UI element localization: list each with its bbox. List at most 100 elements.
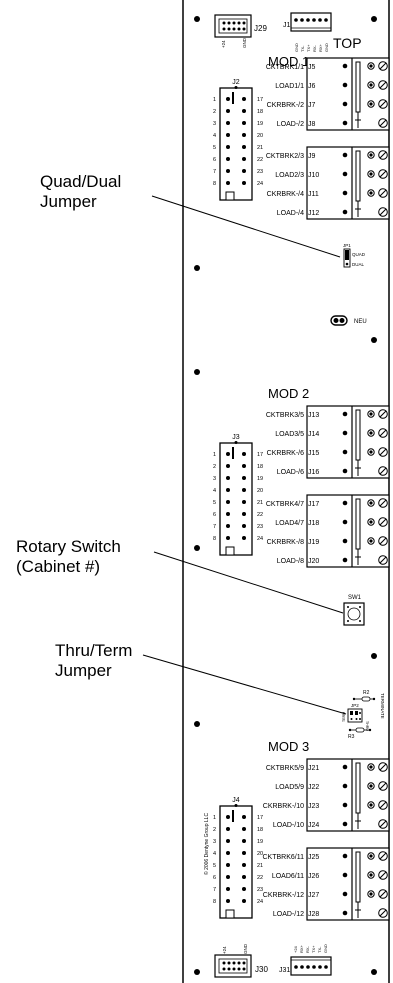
header-label: J3 xyxy=(232,434,240,441)
terminal-screw-slot xyxy=(379,852,387,860)
terminal-group-frame xyxy=(306,146,390,220)
header-pin-number: 19 xyxy=(257,839,263,845)
thru-term-callout-line1: Thru/Term xyxy=(55,641,133,660)
jack-pin xyxy=(342,538,348,544)
terminal-screw-slot xyxy=(379,556,387,564)
quad-dual-callout-line1: Quad/Dual xyxy=(40,172,122,191)
header-pin xyxy=(242,875,246,879)
header-pin-number: 4 xyxy=(213,133,216,139)
jack-pin xyxy=(342,853,348,859)
j31-pin-label: RX+ xyxy=(299,944,304,953)
jack-label: J15 xyxy=(308,450,319,457)
terminal-label: LOAD-/8 xyxy=(277,558,304,565)
header-marker xyxy=(234,804,238,807)
jack-pin xyxy=(342,171,348,177)
header-pin-number: 17 xyxy=(257,97,263,103)
j1-pin-label: RX+ xyxy=(318,43,323,52)
header-body xyxy=(219,442,253,556)
header-label: J4 xyxy=(232,797,240,804)
header-pin xyxy=(242,827,246,831)
header-marker xyxy=(234,441,238,444)
header-pin-number: 17 xyxy=(257,452,263,458)
header-pin xyxy=(226,464,230,468)
header-pin xyxy=(226,536,230,540)
j1-pin-label: GND xyxy=(294,43,299,52)
jack-label: J27 xyxy=(308,892,319,899)
terminal-group-frame xyxy=(306,758,390,832)
terminal-pin-core xyxy=(369,873,373,877)
header-key xyxy=(225,191,235,201)
jp2-thru-label: THRU xyxy=(365,721,369,731)
terminal-pin-core xyxy=(369,520,373,524)
jack-pin xyxy=(342,209,348,215)
header-pin xyxy=(242,145,246,149)
header-pin-number: 24 xyxy=(257,536,263,542)
terminal-label: LOAD-/4 xyxy=(277,210,304,217)
jack-label: J25 xyxy=(308,854,319,861)
terminal-group-frame xyxy=(306,847,390,921)
header-pin xyxy=(242,899,246,903)
header-pin-number: 20 xyxy=(257,488,263,494)
header-pin xyxy=(226,97,230,101)
terminal-label: LOAD4/7 xyxy=(275,520,304,527)
header-pin xyxy=(242,524,246,528)
header-pin xyxy=(242,464,246,468)
header-pin xyxy=(226,512,230,516)
header-pin-number: 2 xyxy=(213,827,216,833)
header-pin-number: 2 xyxy=(213,464,216,470)
header-key xyxy=(225,546,235,556)
terminal-bar xyxy=(355,409,361,461)
terminal-label: LOAD-/6 xyxy=(277,469,304,476)
jack-pin xyxy=(342,82,348,88)
header-pin-number: 18 xyxy=(257,109,263,115)
header-pin xyxy=(242,851,246,855)
terminal-label: CKTBRK1/1 xyxy=(266,64,304,71)
terminal-screw-slot xyxy=(379,81,387,89)
jack-pin xyxy=(342,802,348,808)
terminal-label: CKRBRK-/2 xyxy=(267,102,304,109)
jp2-side-label: TERMINATE xyxy=(380,693,385,719)
module-title: MOD 3 xyxy=(268,739,309,754)
header-pin xyxy=(226,476,230,480)
terminal-screw-slot xyxy=(379,467,387,475)
terminal-screw-slot xyxy=(379,890,387,898)
header-pin-number: 3 xyxy=(213,121,216,127)
header-pin xyxy=(242,500,246,504)
header-pin-number: 22 xyxy=(257,157,263,163)
jack-label: J19 xyxy=(308,539,319,546)
terminal-bar xyxy=(355,61,361,113)
header-pin xyxy=(226,815,230,819)
j31-pin-label: TX- xyxy=(317,946,322,953)
j30-connector: +24 GND J30 xyxy=(214,943,268,978)
jack-label: J16 xyxy=(308,469,319,476)
header-pin xyxy=(226,524,230,528)
jack-pin xyxy=(342,783,348,789)
header-pin-number: 7 xyxy=(213,887,216,893)
terminal-screw-slot xyxy=(379,208,387,216)
header-pin-number: 6 xyxy=(213,157,216,163)
header-pin-number: 18 xyxy=(257,464,263,470)
jack-label: J17 xyxy=(308,501,319,508)
jack-label: J12 xyxy=(308,210,319,217)
jack-label: J24 xyxy=(308,822,319,829)
header-pin-number: 22 xyxy=(257,512,263,518)
terminal-screw-slot xyxy=(379,119,387,127)
jack-label: J10 xyxy=(308,172,319,179)
header-body xyxy=(219,87,253,201)
sw1-rotary-switch: SW1 xyxy=(343,595,365,626)
jack-label: J13 xyxy=(308,412,319,419)
j29-pin-label: GND xyxy=(242,37,247,48)
header-pin-number: 21 xyxy=(257,863,263,869)
terminal-pin-core xyxy=(369,64,373,68)
jack-label: J28 xyxy=(308,911,319,918)
terminal-pin-core xyxy=(369,83,373,87)
terminal-group-frame xyxy=(306,57,390,131)
header-pin xyxy=(226,169,230,173)
header-pin-number: 8 xyxy=(213,899,216,905)
terminal-label: CKTBRK5/9 xyxy=(266,765,304,772)
top-label: TOP xyxy=(333,35,362,51)
header-pin-number: 1 xyxy=(213,452,216,458)
j1-label: J1 xyxy=(283,22,291,29)
